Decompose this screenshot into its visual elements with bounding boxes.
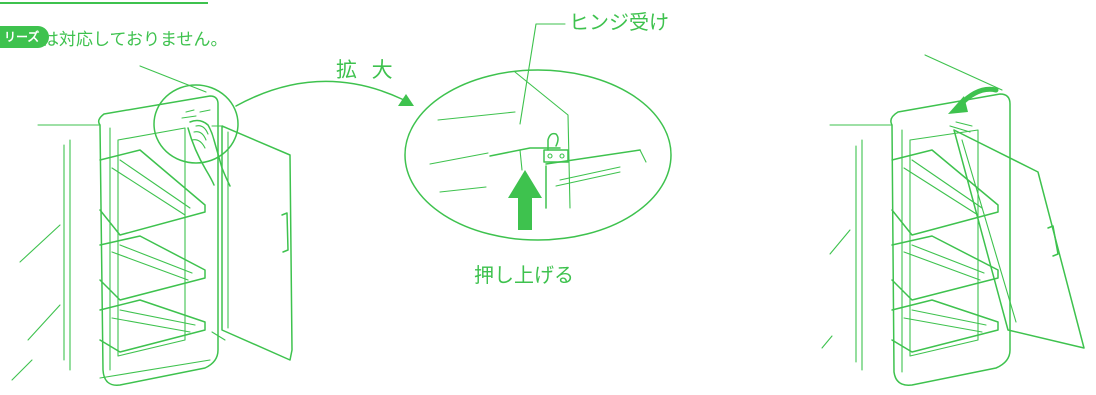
top-rule bbox=[0, 2, 208, 4]
series-badge: リーズ bbox=[0, 26, 50, 48]
push-up-arrow-icon bbox=[508, 170, 542, 230]
rotate-arrow-icon bbox=[948, 86, 999, 114]
hinge-receiver-label: ヒンジ受け bbox=[569, 10, 669, 34]
unsupported-notice: は対応しておりません。 bbox=[42, 30, 228, 50]
zoom-label: 拡 大 bbox=[336, 58, 397, 82]
zoom-arrow-icon bbox=[235, 80, 414, 107]
cabinet-door-removed-illustration bbox=[821, 54, 1085, 386]
hinge-detail-illustration bbox=[404, 23, 672, 241]
push-up-label: 押し上げる bbox=[474, 263, 574, 287]
cabinet-door-open-illustration bbox=[11, 65, 293, 386]
